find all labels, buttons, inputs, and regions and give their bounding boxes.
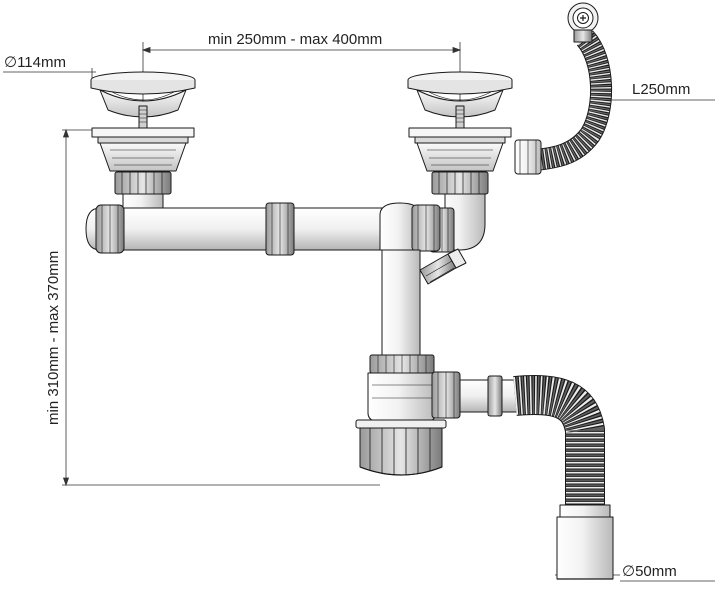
left-strainer [90, 71, 196, 209]
appliance-spigot [419, 248, 467, 285]
strainer-diameter-value: 114mm [17, 54, 66, 71]
overflow-length-label: L250mm [632, 81, 690, 98]
outlet-pipe [459, 375, 523, 417]
drain-assembly [85, 2, 614, 580]
outlet-flexible-hose [513, 375, 614, 580]
tee-fitting [379, 202, 467, 356]
outlet-spigot-collar [559, 504, 611, 518]
right-strainer [407, 71, 513, 195]
outlet-diameter-symbol: ∅ [622, 563, 635, 580]
connection-pipe [85, 202, 399, 256]
outlet-diameter-value: 50mm [635, 563, 677, 580]
outlet-diameter-label: ∅50mm [622, 563, 677, 580]
spacing-arrows [141, 46, 462, 54]
dimension-labels: ∅114mm min 250mm - max 400mm min 310mm -… [4, 31, 690, 580]
spacing-label: min 250mm - max 400mm [208, 31, 382, 48]
strainer-diameter-label: ∅114mm [4, 54, 66, 71]
height-label: min 310mm - max 370mm [45, 251, 62, 425]
bottle-trap [355, 354, 461, 476]
dimension-lines [3, 42, 715, 582]
diameter-symbol: ∅ [4, 54, 17, 71]
vertical-drop-pipe [381, 249, 421, 356]
overflow-hose [514, 2, 613, 175]
outlet-spigot [556, 516, 614, 580]
height-arrows [62, 128, 70, 487]
